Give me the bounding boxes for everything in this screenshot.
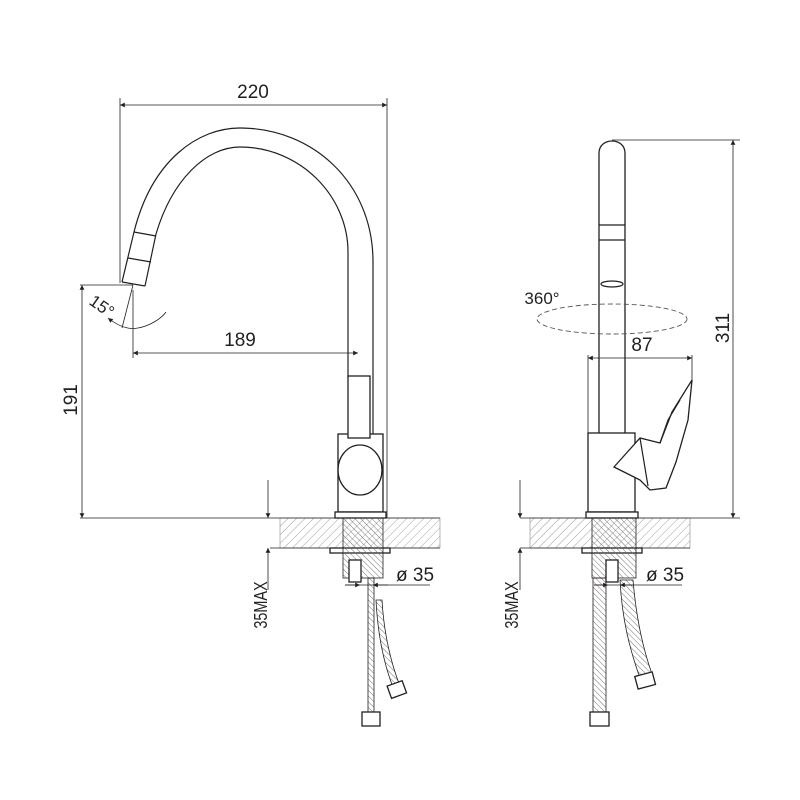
angle-arc <box>107 311 167 329</box>
front-view: 360° 87 311 35MAX ø 35 <box>501 139 740 727</box>
hose-left <box>375 599 401 691</box>
mounting-stud <box>605 559 619 583</box>
overall-height-label: 311 <box>713 313 734 343</box>
counter-thickness-label: 35MAX <box>250 581 271 628</box>
hole-diameter-label: ø 35 <box>396 565 434 586</box>
aerator-outlet <box>600 280 624 288</box>
hose-right <box>619 579 653 679</box>
hose-right <box>367 577 375 713</box>
hose-nut <box>589 711 610 727</box>
hose-nut <box>386 679 408 700</box>
hose-left <box>592 577 607 713</box>
side-view: 220 189 15° 191 35MAX ø 35 <box>61 82 441 727</box>
angle-line <box>121 284 134 329</box>
aerator-ring <box>127 257 152 263</box>
counter-thickness-label: 35MAX <box>501 581 522 628</box>
swivel-range-ellipse <box>536 303 688 335</box>
base-plate <box>585 511 639 519</box>
handle-cap <box>337 444 383 496</box>
swivel-angle-label: 360° <box>524 289 559 308</box>
handle-lever <box>347 375 371 439</box>
overall-width-label: 220 <box>237 82 269 103</box>
hose-nut <box>633 671 657 690</box>
spout-height-label: 191 <box>61 384 82 416</box>
aerator-tip <box>121 281 146 287</box>
hose-nut <box>361 711 381 727</box>
spout-tilt-label: 15° <box>86 291 118 321</box>
handle-edge <box>639 399 681 487</box>
mounting-stud <box>348 559 362 583</box>
spout-outer <box>121 127 374 434</box>
spout-inner <box>144 146 349 378</box>
spout-reach-label: 189 <box>224 330 256 351</box>
handle-depth-label: 87 <box>631 335 652 356</box>
base-plate <box>334 511 387 519</box>
aerator-ring <box>133 231 157 237</box>
hole-diameter-label: ø 35 <box>646 565 684 586</box>
handle-lever <box>612 379 693 491</box>
